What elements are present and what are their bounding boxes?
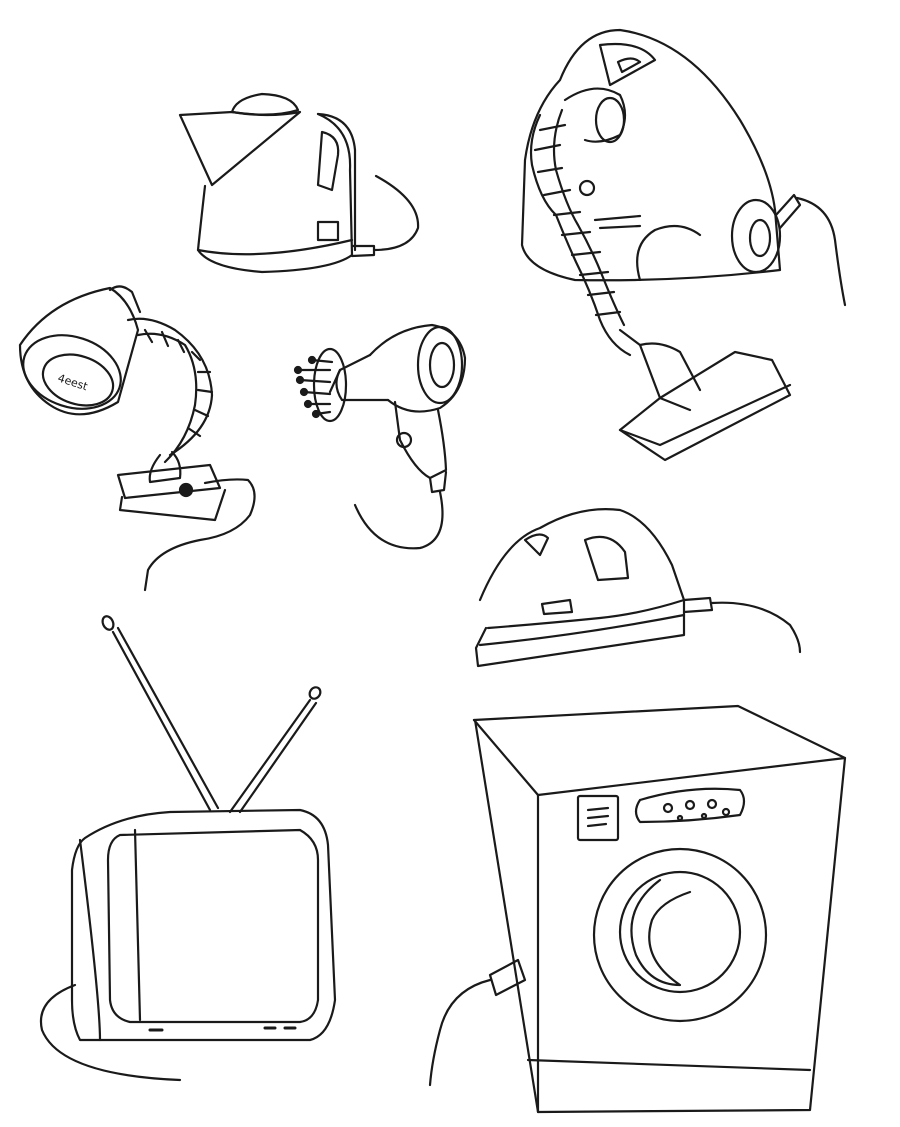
kettle-icon (178, 92, 420, 274)
washing-machine-icon (428, 704, 847, 1114)
hair-dryer-icon (293, 323, 467, 550)
desk-lamp-icon: 4eest (18, 285, 256, 592)
vacuum-cleaner-icon (520, 28, 847, 462)
lamp-label: 4eest (56, 372, 90, 394)
television-icon (39, 615, 337, 1082)
iron-icon (474, 508, 802, 668)
